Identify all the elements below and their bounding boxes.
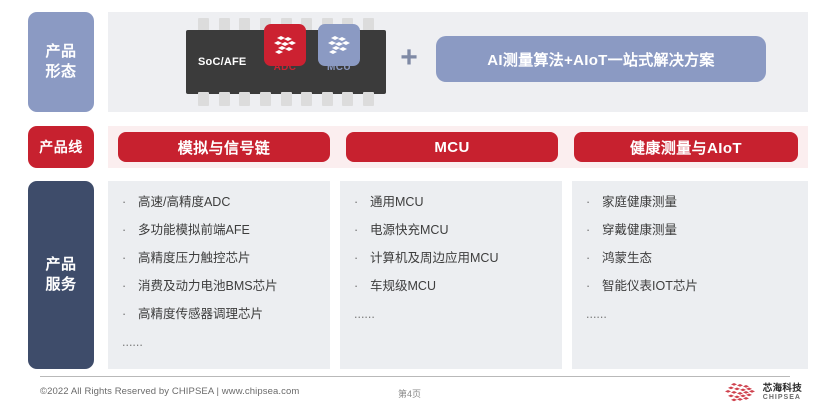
list-item-label: 家庭健康测量 (602, 195, 678, 209)
chip-pin (342, 92, 354, 106)
list-item: · 通用MCU (354, 195, 552, 210)
list-item-label: 高速/高精度ADC (138, 195, 231, 209)
list-more-ellipsis: ...... (354, 307, 375, 321)
bullet-icon: · (354, 251, 359, 265)
list-item: · 电源快充MCU (354, 223, 552, 238)
list-item-label: 高精度传感器调理芯片 (138, 307, 264, 321)
chip-package-graphic: SoC/AFE ADC (186, 18, 386, 106)
product-line-pill-health[interactable]: 健康测量与AIoT (574, 132, 798, 162)
plus-icon: + (400, 41, 418, 74)
product-form-panel: SoC/AFE ADC (108, 12, 808, 112)
logo-wordmark: 芯海科技 CHIPSEA (763, 384, 802, 401)
bullet-icon: · (586, 195, 591, 209)
rail-label-line: 产品线 (39, 138, 83, 155)
bullet-icon: · (122, 223, 127, 237)
chip-pin (280, 92, 292, 106)
chip-pin (239, 18, 251, 32)
list-item: · 多功能模拟前端AFE (122, 223, 320, 238)
chip-pin (198, 18, 209, 32)
list-item-label: 穿戴健康测量 (602, 223, 678, 237)
bullet-icon: · (122, 251, 127, 265)
list-item-label: 智能仪表IOT芯片 (602, 279, 698, 293)
service-column-mcu: · 通用MCU · 电源快充MCU · 计算机及周边应用MCU · 车规级MCU… (340, 181, 562, 369)
rail-label-line: 产品 (45, 42, 77, 60)
chip-block-mcu-caption: MCU (327, 62, 351, 73)
product-line-pill-mcu[interactable]: MCU (346, 132, 558, 162)
bullet-icon: · (586, 279, 591, 293)
footer-copyright: ©2022 All Rights Reserved by CHIPSEA | w… (40, 386, 300, 397)
rail-label-product-service: 产品 服务 (28, 181, 94, 369)
product-line-band: 模拟与信号链 MCU 健康测量与AIoT (108, 126, 808, 168)
list-item: · 高精度传感器调理芯片 (122, 307, 320, 322)
bullet-icon: · (354, 223, 359, 237)
product-service-columns: · 高速/高精度ADC · 多功能模拟前端AFE · 高精度压力触控芯片 · 消… (108, 181, 808, 369)
footer-divider (40, 376, 790, 377)
bullet-icon: · (122, 195, 127, 209)
chip-block-mcu (318, 24, 360, 66)
list-item-label: 计算机及周边应用MCU (370, 251, 499, 265)
chip-pins-bottom (198, 92, 374, 106)
list-item: · 智能仪表IOT芯片 (586, 279, 798, 294)
checker-diamond-icon (328, 36, 350, 54)
list-item: · 车规级MCU (354, 279, 552, 294)
bullet-icon: · (122, 279, 127, 293)
list-item: · 高精度压力触控芯片 (122, 251, 320, 266)
chip-pin (259, 92, 271, 106)
logo-name-en: CHIPSEA (762, 394, 801, 402)
list-item-label: 消费及动力电池BMS芯片 (138, 279, 278, 293)
chipsea-logo: 芯海科技 CHIPSEA (723, 382, 802, 404)
chip-pin (301, 18, 313, 32)
list-more-ellipsis: ...... (586, 307, 607, 321)
list-item: · 消费及动力电池BMS芯片 (122, 279, 320, 294)
list-more-ellipsis: ...... (122, 335, 143, 349)
list-item: · 鸿蒙生态 (586, 251, 798, 266)
footer-page-number: 第4页 (398, 389, 422, 399)
chip-pin (218, 18, 230, 32)
rail-label-line: 服务 (45, 276, 77, 293)
rail-label-product-form: 产品 形态 (28, 12, 94, 112)
checker-diamond-logo-icon (724, 383, 755, 402)
bullet-icon: · (354, 279, 359, 293)
list-item-label: 多功能模拟前端AFE (138, 223, 250, 237)
list-item-label: 车规级MCU (370, 279, 436, 293)
bullet-icon: · (586, 223, 591, 237)
chip-pin (218, 92, 230, 106)
chip-pin (363, 92, 374, 106)
product-line-pill-analog[interactable]: 模拟与信号链 (118, 132, 330, 162)
bullet-icon: · (586, 251, 591, 265)
chip-block-adc (264, 24, 306, 66)
bullet-icon: · (354, 195, 359, 209)
chip-pin (363, 18, 374, 32)
chip-pin (301, 92, 313, 106)
list-item: · 穿戴健康测量 (586, 223, 798, 238)
list-item-label: 通用MCU (370, 195, 424, 209)
logo-name-cn: 芯海科技 (762, 383, 802, 395)
checker-diamond-icon (274, 36, 296, 54)
service-column-health: · 家庭健康测量 · 穿戴健康测量 · 鸿蒙生态 · 智能仪表IOT芯片 ...… (572, 181, 808, 369)
chip-pin (321, 92, 333, 106)
chip-pin (239, 92, 251, 106)
chip-label: SoC/AFE (198, 56, 247, 68)
chip-pin (198, 92, 209, 106)
chip-block-adc-caption: ADC (273, 62, 297, 73)
ai-solution-pill: AI测量算法+AIoT一站式解决方案 (436, 36, 766, 82)
rail-label-line: 产品 (45, 255, 77, 273)
list-item: · 高速/高精度ADC (122, 195, 320, 210)
list-item: · 计算机及周边应用MCU (354, 251, 552, 266)
list-item: · 家庭健康测量 (586, 195, 798, 210)
list-item-label: 鸿蒙生态 (602, 251, 653, 265)
rail-label-product-line: 产品线 (28, 126, 94, 168)
rail-label-line: 形态 (45, 63, 77, 80)
list-item-label: 高精度压力触控芯片 (138, 251, 251, 265)
bullet-icon: · (122, 307, 127, 321)
list-item-label: 电源快充MCU (370, 223, 449, 237)
service-column-analog: · 高速/高精度ADC · 多功能模拟前端AFE · 高精度压力触控芯片 · 消… (108, 181, 330, 369)
